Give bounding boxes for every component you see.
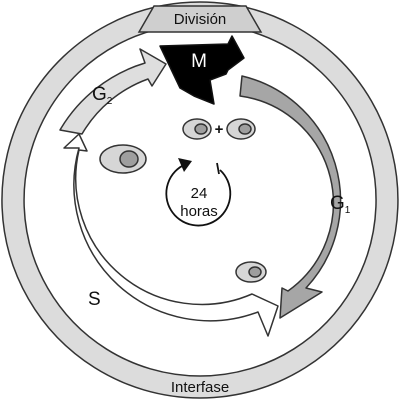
g1-letter: G [330, 193, 345, 214]
g2-phase-arrow [59, 48, 167, 135]
cell-small [235, 261, 267, 283]
cycle-arrowhead [178, 158, 192, 172]
cell-large [99, 144, 147, 174]
cycle-arrow-circle [165, 163, 232, 227]
m-phase-arrow [159, 35, 245, 105]
daughter-cell-left [182, 118, 212, 140]
g1-label: G1 [330, 193, 351, 216]
g1-phase-arrow [239, 75, 342, 319]
interfase-label: Interfase [171, 379, 229, 396]
center-hours-number: 24 [191, 185, 208, 202]
s-phase-arrow [63, 133, 279, 337]
daughter-cell-right [226, 118, 256, 140]
g1-subscript: 1 [345, 205, 351, 216]
division-label: División [174, 11, 227, 28]
g2-subscript: 2 [107, 96, 113, 107]
center-hours-label: horas [180, 203, 218, 220]
cycle-tick [216, 162, 220, 175]
g2-label: G2 [92, 84, 113, 107]
g2-letter: G [92, 84, 107, 105]
s-label: S [88, 289, 101, 310]
division-tab [137, 5, 263, 33]
plus-sign: + [215, 121, 224, 138]
m-phase-label: M [191, 51, 207, 72]
